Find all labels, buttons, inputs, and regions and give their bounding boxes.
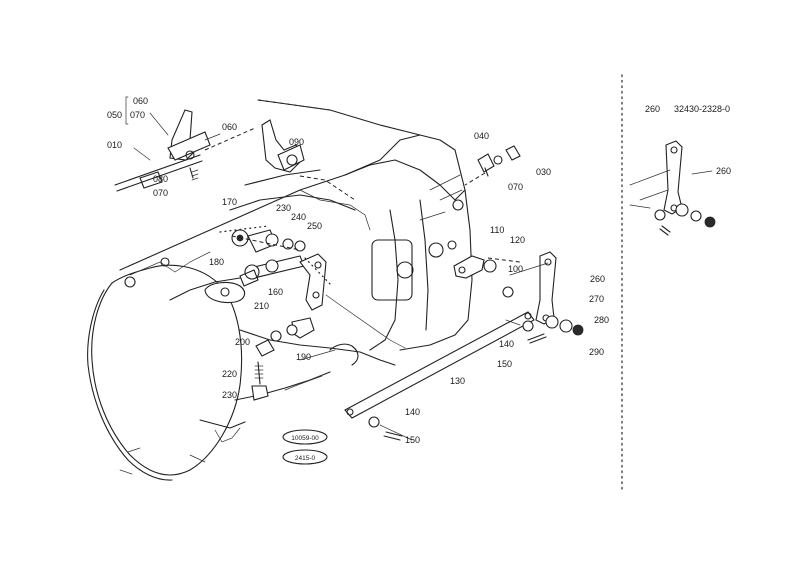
part-label: 110 — [490, 225, 504, 235]
part-label: 090 — [289, 137, 304, 147]
part-label: 220 — [222, 369, 237, 379]
part-label: 060 — [133, 96, 148, 106]
part-label: 240 — [291, 212, 306, 222]
part-label: 140 — [405, 407, 420, 417]
assembly-label: 260 — [645, 104, 660, 114]
assembly-inset — [629, 140, 716, 236]
linkage-components — [204, 145, 584, 441]
part-label: 060 — [222, 122, 237, 132]
assembly-part-number: 32430-2328-0 — [674, 104, 730, 114]
part-label: 070 — [130, 110, 145, 120]
transmission-housing — [87, 99, 473, 481]
part-label: 170 — [222, 197, 237, 207]
part-label: 030 — [536, 167, 551, 177]
part-label: 080 — [153, 174, 168, 184]
part-label: 190 — [296, 352, 311, 362]
part-labels: 060 050 070 060 010 090 080 070 040 030 … — [107, 96, 731, 445]
serial-badge-2: 2415-0 — [295, 455, 316, 462]
part-label: 130 — [450, 376, 465, 386]
part-label: 230 — [276, 203, 291, 213]
serial-badge-1: 10059-00 — [291, 435, 319, 442]
part-label: 250 — [307, 221, 322, 231]
part-label: 290 — [589, 347, 604, 357]
part-label: 070 — [508, 182, 523, 192]
part-label: 160 — [268, 287, 283, 297]
part-label: 140 — [499, 339, 514, 349]
part-label: 270 — [589, 294, 604, 304]
leader-lines — [219, 99, 549, 441]
part-label: 280 — [594, 315, 609, 325]
part-label: 260 — [590, 274, 605, 284]
part-label: 040 — [474, 131, 489, 141]
part-label: 120 — [510, 235, 525, 245]
part-label: 010 — [107, 140, 122, 150]
part-label: 100 — [508, 264, 523, 274]
part-label: 200 — [235, 337, 250, 347]
part-label: 070 — [153, 188, 168, 198]
part-label: 150 — [497, 359, 512, 369]
part-label: 150 — [405, 435, 420, 445]
serial-badges: 10059-00 2415-0 — [282, 429, 328, 465]
part-label: 260 — [716, 166, 731, 176]
part-label: 180 — [209, 257, 224, 267]
part-label: 230 — [222, 390, 237, 400]
part-label: 210 — [254, 301, 269, 311]
shift-rod-assembly — [114, 109, 305, 192]
part-label: 050 — [107, 110, 122, 120]
